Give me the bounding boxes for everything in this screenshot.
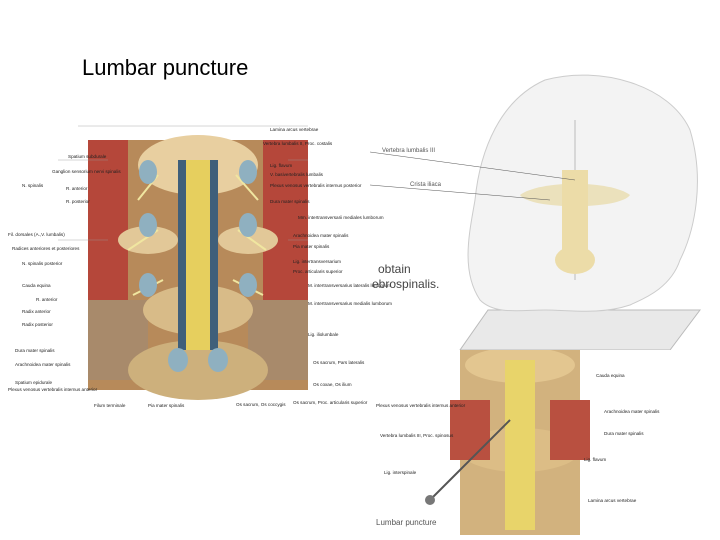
slide-title: Lumbar puncture: [82, 55, 249, 80]
label-left-1: Ganglion sensorium nervi spinalis: [52, 169, 121, 174]
label-left-16: Filum terminale: [94, 403, 126, 408]
label-left-12: Dura mater spinalis: [15, 348, 55, 353]
partial-text-obtain: obtain: [378, 262, 411, 276]
figure-caption: Lumbar puncture: [376, 518, 437, 527]
label-right-8: Pia mater spinalis: [293, 244, 330, 249]
label-right-7: Arachnoidea mater spinalis: [293, 233, 349, 238]
label-vertebra-lumbalis-iii: Vertebra lumbalis III, Proc. spinosus: [380, 433, 454, 438]
label-left-2: N. spinalis: [22, 183, 44, 188]
label-plexus-venosus: Plexus venosus vertebralis internus ante…: [376, 403, 466, 408]
partial-text-ebrospinalis: ebrospinalis.: [372, 277, 440, 291]
label-left-4: R. posterior: [66, 199, 90, 204]
label-right-15: Os coxae, Os ilium: [313, 382, 352, 387]
label-right-6: Mm. intertransversarii mediales lumborum: [298, 215, 384, 220]
label-cauda-equina: Cauda equina: [596, 373, 625, 378]
label-right-18: Os sacrum, Os coccygis: [236, 402, 286, 407]
label-dura-mater: Dura mater spinalis: [604, 431, 644, 436]
label-left-13: Arachnoidea mater spinalis: [15, 362, 71, 367]
back-illustration: [369, 74, 701, 351]
label-right-4: Plexus venosus vertebralis internus post…: [270, 183, 362, 188]
label-left-8: Cauda equina: [22, 283, 51, 288]
label-right-14: Os sacrum, Pars lateralis: [313, 360, 365, 365]
label-right-11: M. intertransversarius lateralis lumboru…: [308, 283, 391, 288]
label-right-9: Lig. intertransversarium: [293, 259, 341, 264]
label-arachnoidea: Arachnoidea mater spinalis: [604, 409, 660, 414]
lumbar-spine-dissection-figure: Spatium subdurale Ganglion sensorium ner…: [8, 120, 392, 415]
label-vertebra-lumbalis: Vertebra lumbalis III: [382, 148, 436, 154]
label-left-6: Radices anteriores et posteriores: [12, 246, 80, 251]
label-lig-interspinale: Lig. interspinale: [384, 470, 417, 475]
label-left-0: Spatium subdurale: [68, 154, 107, 159]
label-left-15: Plexus venosus vertebralis internus ante…: [8, 387, 98, 392]
label-right-17: Pia mater spinalis: [148, 403, 185, 408]
dissection-illustration: [58, 125, 308, 400]
label-right-13: Lig. iliolumbale: [308, 332, 339, 337]
label-left-10: Radix anterior: [22, 309, 51, 314]
lumbar-back-surface-figure: Vertebra lumbalis III Crista iliaca obta…: [369, 60, 715, 351]
label-right-12: M. intertransversarius medialis lumborum: [308, 301, 392, 306]
label-crista-iliaca: Crista iliaca: [410, 182, 442, 188]
label-right-16: Os sacrum, Proc. articularis superior: [293, 400, 368, 405]
label-left-11: Radix posterior: [22, 322, 53, 327]
label-right-5: Dura mater spinalis: [270, 199, 310, 204]
label-left-9: R. anterior: [36, 297, 58, 302]
label-right-3: V. basivertebralis lumbalis: [270, 172, 323, 177]
label-left-5: Fil. dorsales (A.,V. lumbalis): [8, 232, 65, 237]
lumbar-puncture-needle-figure: Plexus venosus vertebralis internus ante…: [370, 347, 659, 535]
label-left-3: R. anterior: [66, 186, 88, 191]
label-right-1: Vertebra lumbalis II, Proc. costalis: [263, 141, 333, 146]
label-right-0: Lamina arcus vertebrae: [270, 127, 319, 132]
label-right-10: Proc. articularis superior: [293, 269, 343, 274]
label-left-7: N. spinalis posterior: [22, 261, 63, 266]
label-lig-flavum: Lig. flavum: [584, 457, 607, 462]
puncture-illustration: [425, 347, 590, 535]
label-left-14: Spatium epidurale: [15, 380, 53, 385]
label-lamina-arcus: Lamina arcus vertebrae: [588, 498, 637, 503]
label-right-2: Lig. flavum: [270, 163, 293, 168]
